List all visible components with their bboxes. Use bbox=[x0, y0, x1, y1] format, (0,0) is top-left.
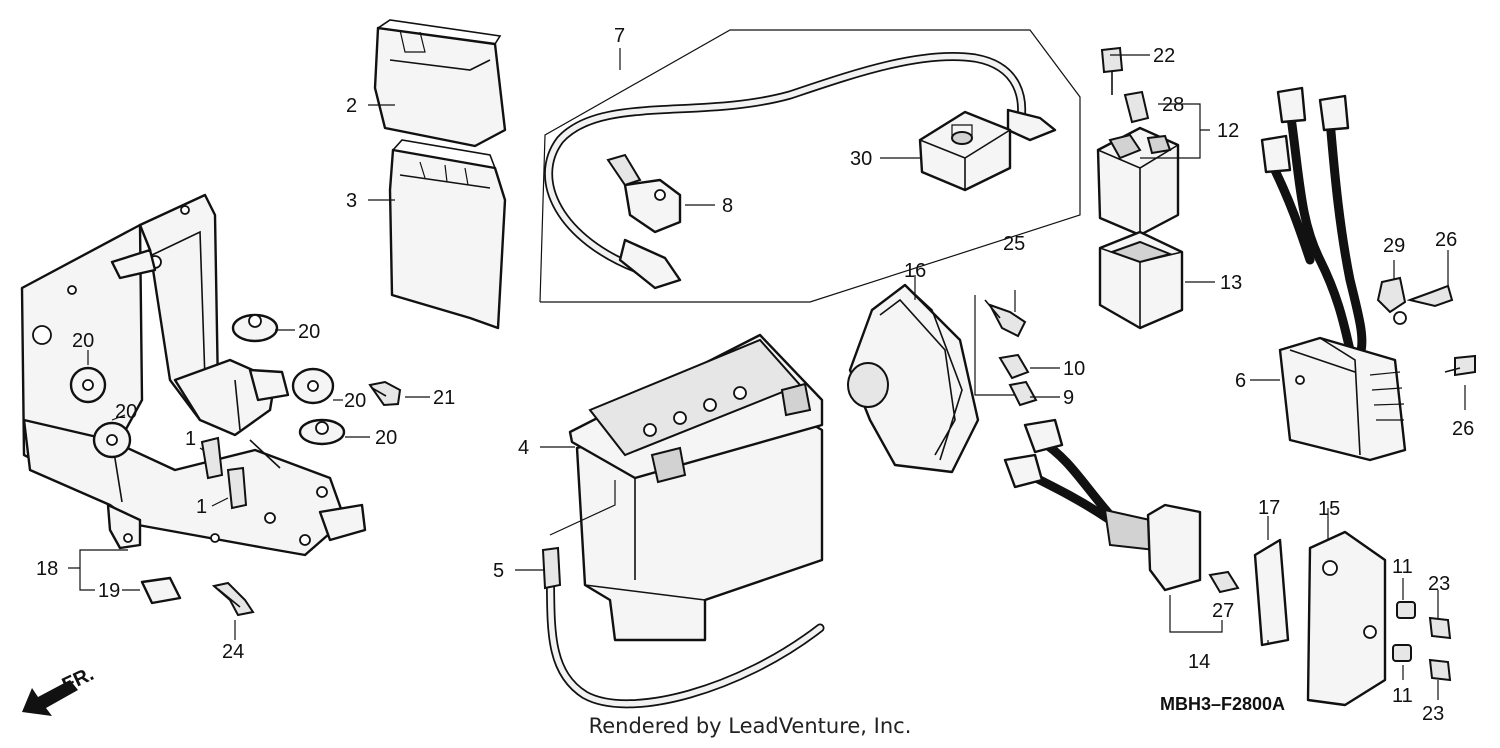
callout-21: 21 bbox=[433, 387, 455, 409]
callout-20: 20 bbox=[298, 321, 320, 343]
mini-fuse bbox=[1008, 380, 1038, 407]
callout-29: 29 bbox=[1383, 235, 1405, 257]
relay-cover bbox=[1098, 230, 1184, 330]
front-direction-arrow: FR. bbox=[22, 663, 97, 716]
ecu-unit bbox=[388, 139, 507, 330]
callout-26: 26 bbox=[1452, 418, 1474, 440]
battery-terminal bbox=[606, 153, 682, 234]
breather-tube bbox=[541, 546, 825, 709]
leader-lines bbox=[68, 48, 1466, 700]
fuse-box bbox=[847, 283, 980, 474]
callout-14: 14 bbox=[1188, 651, 1210, 673]
flange-bolt bbox=[368, 380, 402, 407]
callout-23: 23 bbox=[1422, 703, 1444, 725]
callout-9: 9 bbox=[1063, 387, 1074, 409]
battery bbox=[568, 333, 824, 642]
callout-20: 20 bbox=[72, 330, 94, 352]
callout-3: 3 bbox=[346, 190, 357, 212]
callout-30: 30 bbox=[850, 148, 872, 170]
ecu-cover bbox=[373, 19, 507, 148]
insulator-sheet bbox=[1253, 538, 1290, 647]
callout-28: 28 bbox=[1162, 94, 1184, 116]
callout-labels: 1 1 2 3 4 5 6 7 8 9 10 11 11 12 13 14 15… bbox=[36, 25, 1474, 725]
callout-22: 22 bbox=[1153, 45, 1175, 67]
callout-11: 11 bbox=[1392, 556, 1413, 578]
flange-bolt bbox=[984, 299, 1027, 338]
callout-20: 20 bbox=[375, 427, 397, 449]
callout-1: 1 bbox=[185, 428, 196, 450]
callout-13: 13 bbox=[1220, 272, 1242, 294]
side-cover-plate bbox=[1306, 530, 1387, 707]
mini-fuse bbox=[998, 353, 1030, 380]
callout-17: 17 bbox=[1258, 497, 1280, 519]
rubber-grommet bbox=[69, 313, 346, 459]
callout-7: 7 bbox=[614, 25, 625, 47]
callout-5: 5 bbox=[493, 560, 504, 582]
callout-2: 2 bbox=[346, 95, 357, 117]
flange-bolt bbox=[211, 581, 255, 617]
callout-12: 12 bbox=[1217, 120, 1239, 142]
collar bbox=[1392, 601, 1416, 662]
callout-19: 19 bbox=[98, 580, 120, 602]
callout-20: 20 bbox=[115, 401, 137, 423]
callout-18: 18 bbox=[36, 558, 58, 580]
callout-27: 27 bbox=[1212, 600, 1234, 622]
starter-magnetic-switch bbox=[1096, 126, 1180, 237]
callout-25: 25 bbox=[1003, 233, 1025, 255]
callout-1: 1 bbox=[196, 496, 207, 518]
callout-6: 6 bbox=[1235, 370, 1246, 392]
battery-cushion bbox=[140, 576, 182, 605]
regulator-rectifier bbox=[1260, 86, 1407, 462]
callout-16: 16 bbox=[904, 260, 926, 282]
callout-8: 8 bbox=[722, 195, 733, 217]
callout-26: 26 bbox=[1435, 229, 1457, 251]
screw bbox=[1100, 46, 1124, 95]
sub-harness bbox=[1003, 418, 1202, 592]
starter-cable-group bbox=[539, 29, 1081, 303]
callout-15: 15 bbox=[1318, 498, 1340, 520]
battery-clip bbox=[200, 436, 248, 510]
callout-23: 23 bbox=[1428, 573, 1450, 595]
callout-24: 24 bbox=[222, 641, 244, 663]
footer-credit: Rendered by LeadVenture, Inc. bbox=[588, 714, 912, 738]
callout-20: 20 bbox=[344, 390, 366, 412]
flange-bolt bbox=[1406, 284, 1476, 377]
main-fuse bbox=[1123, 90, 1150, 124]
callout-11: 11 bbox=[1392, 685, 1413, 707]
callout-10: 10 bbox=[1063, 358, 1085, 380]
starter-relay bbox=[918, 110, 1012, 192]
flange-bolt bbox=[1428, 616, 1452, 682]
diagram-code: MBH3–F2800A bbox=[1160, 694, 1285, 714]
mini-fuse bbox=[1208, 570, 1240, 594]
arrow-icon bbox=[22, 680, 78, 716]
wire-clamp bbox=[1376, 276, 1407, 325]
callout-4: 4 bbox=[518, 437, 529, 459]
